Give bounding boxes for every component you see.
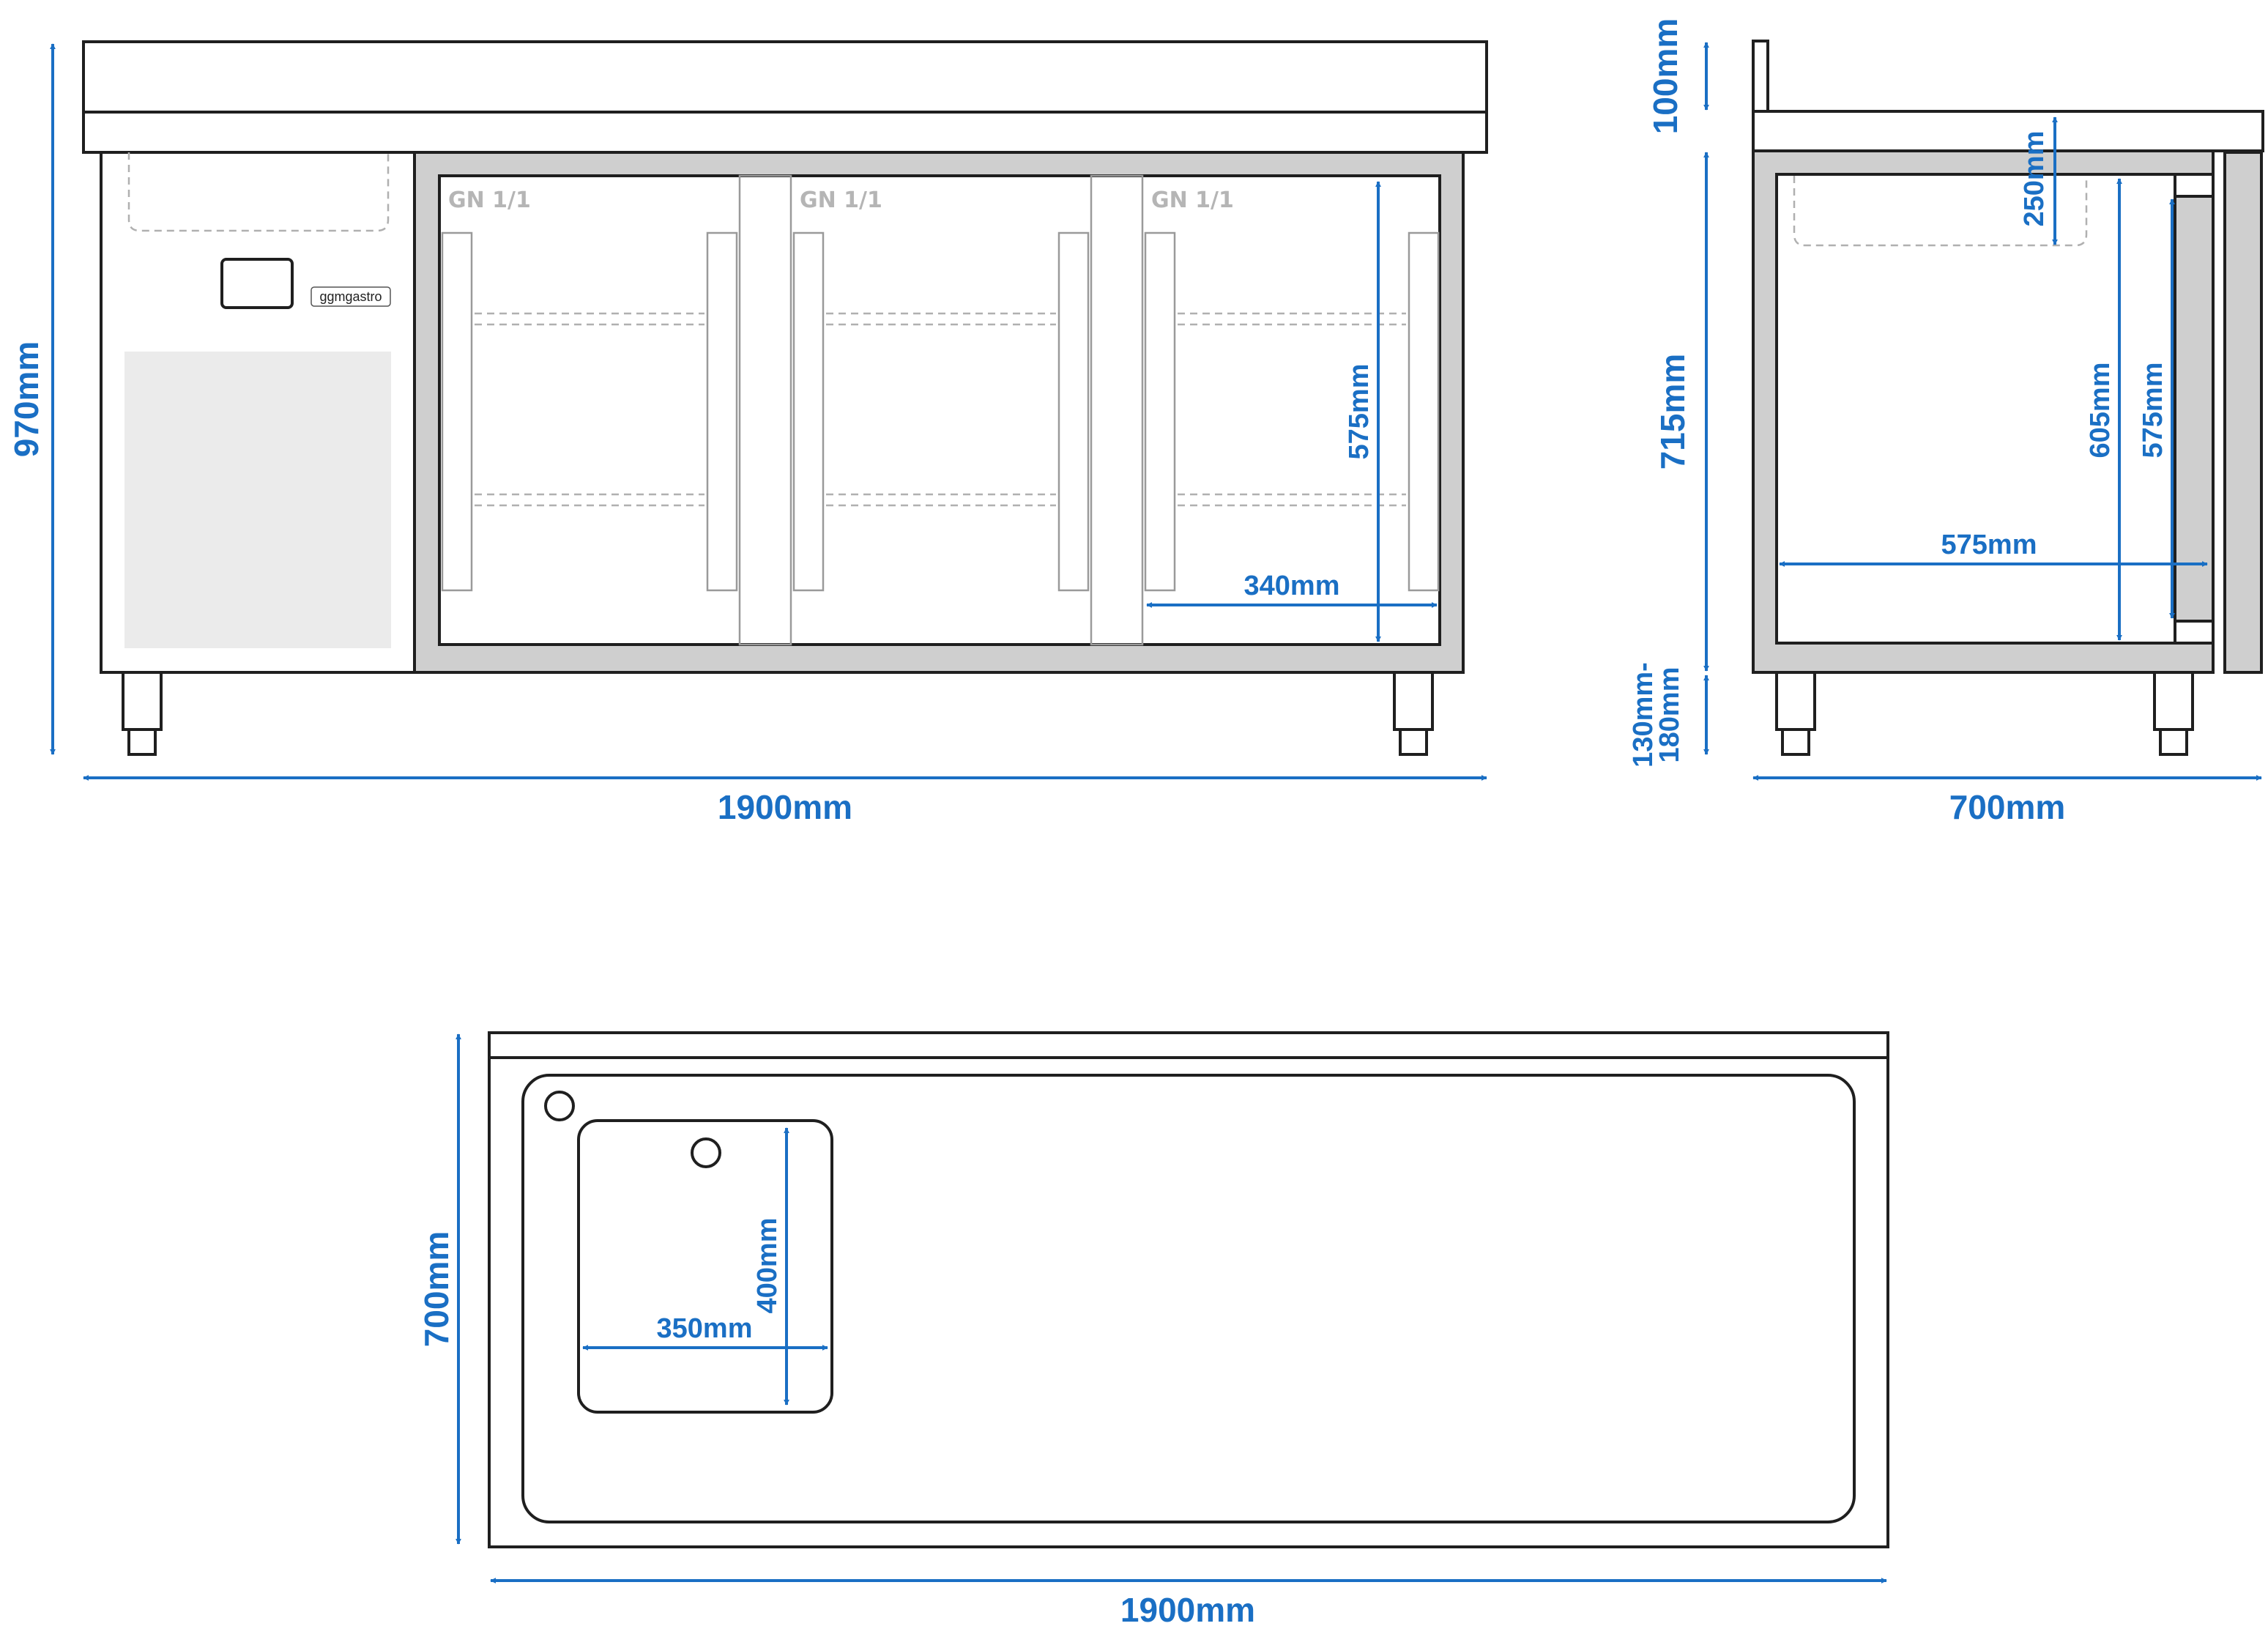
dim-door-height: 575mm	[2138, 363, 2168, 459]
handle	[792, 231, 825, 592]
mullion-1	[738, 174, 792, 646]
side-worktop	[1752, 110, 2264, 152]
handle	[441, 231, 473, 592]
dim-top-depth: 700mm	[417, 1231, 456, 1348]
dim-shelf-width: 340mm	[1244, 571, 1340, 601]
top-view: 700mm 1900mm 400mm 350mm	[417, 1031, 1889, 1626]
dim-total-width: 1900mm	[718, 788, 852, 826]
dim-sink-width: 350mm	[657, 1313, 753, 1344]
handle	[706, 231, 738, 592]
dim-sink-depth: 250mm	[2019, 131, 2050, 227]
dim-inner-height: 605mm	[2085, 363, 2116, 459]
dim-upstand: 100mm	[1646, 18, 1684, 135]
front-view: ggmgastro GN 1/1 GN 1/1 GN 1/1	[7, 40, 1488, 826]
dim-depth: 700mm	[1949, 788, 2066, 826]
gn-label-1: GN 1/1	[448, 188, 531, 213]
glass-door-area	[438, 174, 1441, 646]
top-outline	[488, 1031, 1889, 1548]
tap-hole	[544, 1091, 575, 1121]
worktop-upstand	[82, 40, 1488, 114]
dim-top-width: 1900mm	[1120, 1591, 1255, 1626]
sink-basin	[577, 1119, 833, 1414]
top-work-surface	[521, 1074, 1856, 1523]
ventilation-grille	[124, 352, 391, 648]
side-upstand	[1752, 40, 1769, 113]
gn-label-2: GN 1/1	[800, 188, 882, 213]
dim-inner-depth: 575mm	[1941, 530, 2037, 560]
control-panel	[220, 258, 294, 309]
worktop	[82, 111, 1488, 154]
side-feet	[1775, 671, 2194, 756]
brand-badge	[311, 286, 391, 307]
brand-label: ggmgastro	[319, 289, 382, 304]
door-hinge-bottom	[2174, 620, 2215, 645]
gn-label-3: GN 1/1	[1151, 188, 1234, 213]
drain-hole	[691, 1137, 721, 1168]
side-sink-hidden	[1793, 176, 2088, 247]
handle	[1408, 231, 1440, 592]
door-hinge-top	[2174, 173, 2215, 198]
dim-sink-depth-top: 400mm	[752, 1218, 783, 1314]
dim-feet-line1: 130mm-	[1628, 662, 1659, 768]
dim-body-height: 715mm	[1654, 354, 1692, 470]
shelves	[475, 312, 1406, 507]
side-door	[2223, 151, 2263, 674]
dim-feet-line2: 180mm	[1654, 667, 1685, 763]
mullion-2	[1090, 174, 1144, 646]
sink-hidden-outline	[127, 152, 390, 232]
dim-interior-height: 575mm	[1344, 364, 1375, 460]
feet	[122, 671, 1434, 756]
dim-total-height: 970mm	[7, 341, 45, 458]
side-view: 100mm 715mm 130mm- 180mm 700mm 250mm 605…	[1628, 18, 2264, 826]
handle	[1144, 231, 1176, 592]
handle	[1057, 231, 1090, 592]
